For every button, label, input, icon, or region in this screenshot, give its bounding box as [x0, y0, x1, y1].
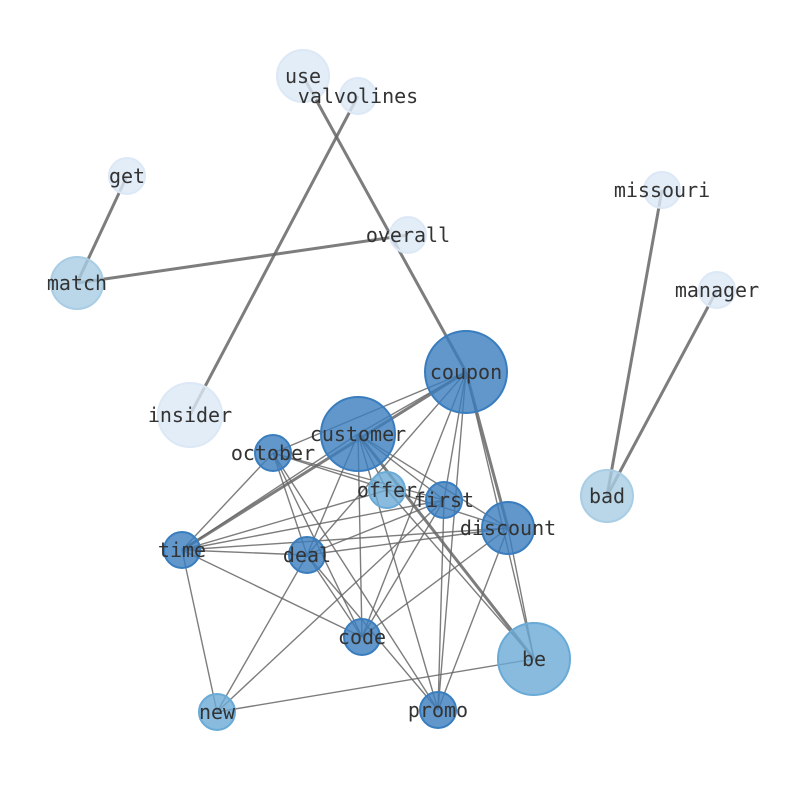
- node-insider[interactable]: [157, 382, 223, 448]
- edge-manager-bad: [605, 289, 719, 497]
- edge-time-new: [181, 549, 218, 713]
- node-label-time: time: [158, 538, 206, 562]
- node-october[interactable]: [254, 434, 292, 472]
- edge-first-code: [361, 499, 445, 638]
- edge-deal-first: [306, 499, 445, 556]
- edge-time-first: [181, 499, 445, 551]
- node-promo[interactable]: [419, 691, 457, 729]
- edge-first-new: [216, 499, 445, 713]
- node-match[interactable]: [50, 256, 104, 310]
- node-label-code: code: [338, 625, 386, 649]
- node-manager[interactable]: [698, 271, 736, 309]
- edge-offer-be: [386, 489, 535, 660]
- node-label-valvolines: valvolines: [298, 84, 418, 108]
- node-be[interactable]: [497, 622, 571, 696]
- node-label-overall: overall: [366, 223, 450, 247]
- edge-missouri-bad: [605, 189, 664, 497]
- edge-use-coupon: [301, 75, 468, 373]
- node-time[interactable]: [163, 531, 201, 569]
- node-customer[interactable]: [320, 396, 396, 472]
- node-label-coupon: coupon: [430, 360, 502, 384]
- node-label-new: new: [199, 700, 236, 724]
- edge-time-offer: [181, 489, 388, 551]
- node-label-match: match: [47, 271, 107, 295]
- edge-new-be: [216, 658, 535, 713]
- node-discount[interactable]: [481, 501, 535, 555]
- node-code[interactable]: [343, 618, 381, 656]
- node-label-october: october: [231, 441, 315, 465]
- edge-coupon-promo: [437, 371, 467, 711]
- node-offer[interactable]: [368, 471, 406, 509]
- node-label-offer: offer: [357, 478, 417, 502]
- node-label-bad: bad: [589, 484, 625, 508]
- edge-discount-promo: [437, 527, 509, 711]
- edge-match-overall: [76, 233, 409, 285]
- edge-coupon-code: [361, 371, 467, 638]
- node-label-promo: promo: [408, 698, 468, 722]
- node-get[interactable]: [108, 157, 146, 195]
- node-label-missouri: missouri: [614, 178, 710, 202]
- node-label-customer: customer: [310, 422, 406, 446]
- node-missouri[interactable]: [643, 171, 681, 209]
- edge-time-code: [181, 549, 363, 638]
- edge-deal-new: [216, 554, 308, 713]
- node-label-be: be: [522, 647, 546, 671]
- node-overall[interactable]: [389, 216, 427, 254]
- node-label-insider: insider: [148, 403, 232, 427]
- edge-deal-discount: [306, 527, 509, 556]
- edge-discount-code: [361, 527, 509, 638]
- node-deal[interactable]: [288, 536, 326, 574]
- edge-coupon-time: [181, 370, 467, 552]
- node-label-use: use: [285, 64, 321, 88]
- node-first[interactable]: [425, 481, 463, 519]
- node-label-get: get: [109, 164, 145, 188]
- edge-time-deal: [181, 549, 308, 556]
- edge-october-promo: [272, 452, 439, 711]
- node-valvolines[interactable]: [339, 77, 377, 115]
- node-label-discount: discount: [460, 516, 556, 540]
- node-label-manager: manager: [675, 278, 759, 302]
- node-bad[interactable]: [580, 469, 634, 523]
- edge-october-time: [181, 452, 274, 551]
- node-new[interactable]: [198, 693, 236, 731]
- node-use[interactable]: [276, 49, 330, 103]
- node-label-deal: deal: [283, 543, 331, 567]
- edge-october-first: [272, 452, 445, 501]
- node-coupon[interactable]: [424, 330, 508, 414]
- node-label-first: first: [414, 488, 474, 512]
